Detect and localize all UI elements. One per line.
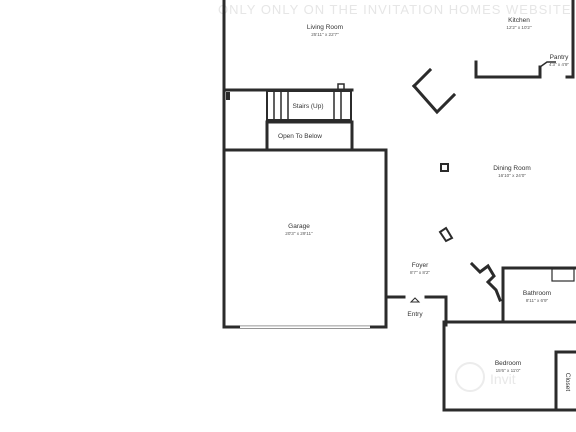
watermark-text: ONLY ONLY ON THE INVITATION HOMES WEBSIT… <box>218 2 572 17</box>
svg-text:Foyer: Foyer <box>412 262 429 269</box>
room-label-foyer: Foyer 8'7" x 8'2" <box>410 262 430 275</box>
garage-walls <box>222 148 388 329</box>
svg-text:Bedroom: Bedroom <box>495 360 521 367</box>
dining-column <box>440 163 449 172</box>
room-label-entry: Entry <box>407 311 423 318</box>
room-label-bedroom: Bedroom 15'6" x 11'0" <box>495 360 521 373</box>
bedroom-walls <box>442 320 576 412</box>
room-label-open-to-below: Open To Below <box>278 133 322 140</box>
wall-stub <box>226 92 230 100</box>
pantry-door <box>539 61 556 68</box>
svg-text:Bathroom: Bathroom <box>523 290 551 297</box>
svg-text:25'11" x 22'7": 25'11" x 22'7" <box>311 32 339 37</box>
svg-text:Garage: Garage <box>288 223 310 230</box>
room-label-kitchen: Kitchen 12'2" x 10'2" <box>506 17 532 30</box>
open-to-below-outline <box>265 120 354 152</box>
svg-text:Entry: Entry <box>407 311 423 318</box>
svg-text:Invit: Invit <box>490 371 516 387</box>
svg-text:Dining Room: Dining Room <box>493 165 531 172</box>
wall-entry-right <box>424 295 448 327</box>
island-edge-1 <box>411 67 433 89</box>
room-label-closet: Closet <box>564 373 571 392</box>
invitation-homes-logo: Invit <box>455 362 516 392</box>
svg-text:Stairs (Up): Stairs (Up) <box>292 103 323 110</box>
svg-text:12'2" x 10'2": 12'2" x 10'2" <box>506 25 532 30</box>
svg-text:15'6" x 11'0": 15'6" x 11'0" <box>496 368 521 373</box>
svg-text:Pantry: Pantry <box>550 54 570 61</box>
angled-wall <box>469 261 502 302</box>
room-label-bathroom: Bathroom 8'11" x 6'9" <box>523 290 551 303</box>
room-label-living-room: Living Room 25'11" x 22'7" <box>307 24 343 37</box>
svg-text:4'3" x 4'9": 4'3" x 4'9" <box>549 62 569 67</box>
room-label-pantry: Pantry 4'3" x 4'9" <box>549 54 569 67</box>
room-label-dining-room: Dining Room 16'10" x 24'0" <box>493 165 531 178</box>
svg-text:Open To Below: Open To Below <box>278 133 322 140</box>
foyer-post <box>438 226 454 243</box>
svg-text:Kitchen: Kitchen <box>508 17 530 24</box>
entry-arrow <box>409 297 421 303</box>
kitchen-lower-wall <box>474 60 542 79</box>
room-label-stairs: Stairs (Up) <box>292 103 323 110</box>
svg-text:8'11" x 6'9": 8'11" x 6'9" <box>526 298 549 303</box>
svg-text:Closet: Closet <box>564 373 571 392</box>
svg-text:8'7" x 8'2": 8'7" x 8'2" <box>410 270 430 275</box>
svg-text:20'3" x 29'11": 20'3" x 29'11" <box>285 231 313 236</box>
stair-treads <box>273 92 342 119</box>
bathroom-vanity <box>551 268 575 282</box>
svg-text:Living Room: Living Room <box>307 24 343 31</box>
svg-text:16'10" x 24'0": 16'10" x 24'0" <box>498 173 526 178</box>
room-label-garage: Garage 20'3" x 29'11" <box>285 223 313 236</box>
kitchen-right-wall <box>565 0 575 79</box>
island-edge-2 <box>411 83 457 115</box>
